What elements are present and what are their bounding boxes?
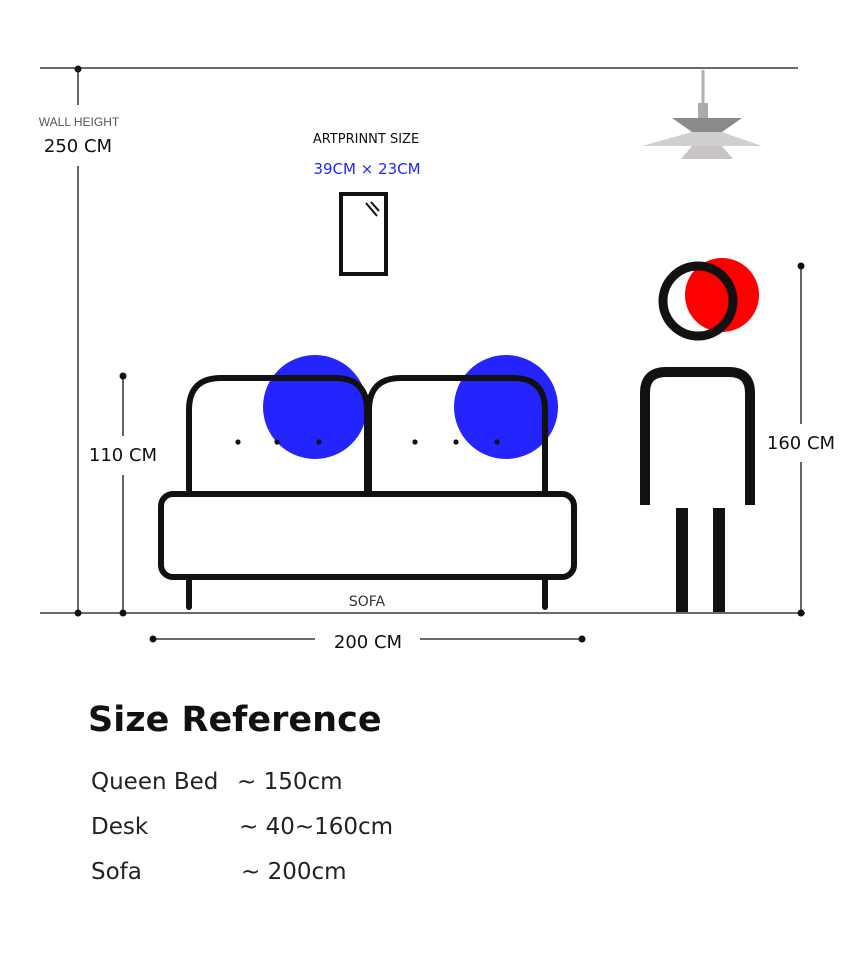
reference-label: Sofa bbox=[91, 859, 142, 885]
sofa-icon: SOFA bbox=[158, 355, 577, 610]
sofa-width-value: 200 CM bbox=[334, 632, 402, 653]
pendant-lamp-icon bbox=[642, 70, 762, 159]
reference-item: Sofa ~ 200cm bbox=[91, 859, 347, 885]
sofa-height-value: 110 CM bbox=[89, 445, 157, 466]
reference-item: Queen Bed ~ 150cm bbox=[91, 769, 343, 795]
artprint-label: ARTPRINNT SIZE bbox=[313, 132, 419, 147]
size-reference-title: Size Reference bbox=[88, 700, 382, 740]
reference-label: Desk bbox=[91, 814, 149, 840]
sofa-width-dimension: 200 CM bbox=[149, 632, 586, 653]
reference-value: ~ 40~160cm bbox=[239, 814, 394, 840]
artprint-size: 39CM × 23CM bbox=[313, 160, 420, 178]
person-figure-icon bbox=[640, 258, 759, 612]
reference-value: ~ 200cm bbox=[241, 859, 347, 885]
wall-height-label: WALL HEIGHT bbox=[39, 115, 120, 129]
wall-height-dimension: WALL HEIGHT 250 CM bbox=[39, 65, 120, 617]
artprint-frame-icon bbox=[339, 192, 388, 276]
sofa-label: SOFA bbox=[349, 594, 386, 610]
reference-item: Desk ~ 40~160cm bbox=[91, 814, 393, 840]
person-height-value: 160 CM bbox=[767, 433, 835, 454]
reference-label: Queen Bed bbox=[91, 769, 219, 795]
wall-height-value: 250 CM bbox=[44, 136, 112, 157]
person-height-dimension: 160 CM bbox=[767, 262, 835, 617]
sofa-height-dimension: 110 CM bbox=[89, 372, 157, 617]
reference-value: ~ 150cm bbox=[237, 769, 343, 795]
